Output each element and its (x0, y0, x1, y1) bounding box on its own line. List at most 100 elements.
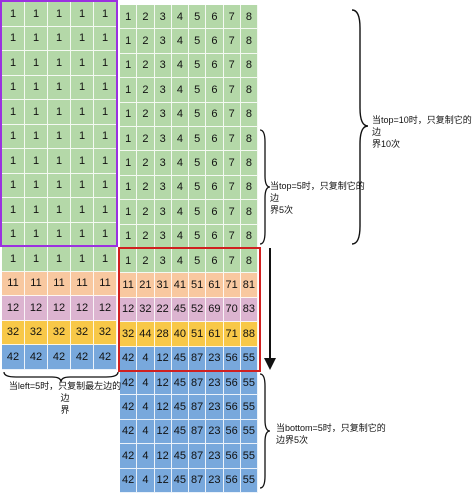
grid-cell: 7 (223, 78, 241, 103)
grid-cell: 1 (2, 75, 25, 100)
top5-note-line1: 当top=5时，只复制它的边 (270, 181, 365, 203)
grid-cell: 1 (2, 247, 25, 272)
grid-cell: 1 (120, 78, 138, 103)
grid-cell: 55 (240, 444, 258, 469)
grid-cell: 23 (206, 444, 224, 469)
grid-cell: 69 (206, 297, 224, 323)
grid-cell: 4 (171, 151, 189, 176)
grid-cell: 56 (223, 468, 241, 493)
grid-cell: 51 (189, 273, 207, 298)
grid-cell: 81 (240, 273, 258, 298)
grid-cell: 31 (154, 273, 172, 298)
grid-cell: 11 (71, 271, 94, 296)
grid-cell: 2 (137, 224, 155, 249)
grid-cell: 87 (189, 346, 207, 371)
grid-cell: 1 (94, 75, 117, 100)
grid-cell: 4 (171, 224, 189, 249)
grid-cell: 1 (71, 247, 94, 272)
grid-cell: 45 (171, 346, 189, 371)
grid-cell: 4 (137, 371, 155, 396)
grid-cell: 1 (94, 198, 117, 223)
grid-cell: 8 (240, 5, 258, 30)
left5-note-line2: 界 (60, 405, 70, 415)
grid-cell: 1 (94, 100, 117, 125)
left5-brace (3, 371, 119, 383)
top5-note: 当top=5时，只复制它的边 界5次 (270, 180, 372, 216)
grid-cell: 1 (94, 26, 117, 51)
grid-cell: 4 (171, 53, 189, 79)
grid-cell: 1 (48, 124, 71, 149)
grid-cell: 4 (171, 175, 189, 201)
grid-cell: 1 (25, 198, 48, 223)
grid-cell: 55 (240, 419, 258, 445)
grid-cell: 32 (25, 320, 48, 345)
grid-cell: 12 (2, 296, 25, 321)
grid-cell: 23 (206, 346, 224, 371)
grid-cell: 7 (223, 175, 241, 201)
grid-cell: 1 (120, 102, 138, 127)
grid-cell: 23 (206, 419, 224, 445)
grid-cell: 42 (2, 345, 25, 370)
grid-cell: 5 (189, 224, 207, 249)
grid-cell: 11 (48, 271, 71, 296)
grid-cell: 1 (120, 200, 138, 225)
grid-cell: 1 (94, 222, 117, 247)
grid-cell: 4 (171, 29, 189, 54)
grid-cell: 3 (154, 5, 172, 30)
grid-cell: 8 (240, 102, 258, 127)
grid-cell: 1 (120, 175, 138, 201)
grid-cell: 45 (171, 395, 189, 420)
grid-cell: 5 (189, 78, 207, 103)
grid-cell: 1 (25, 75, 48, 100)
grid-cell: 4 (171, 249, 189, 274)
top5-brace (259, 129, 271, 245)
bottom5-note: 当bottom=5时，只复制它的 边界5次 (276, 422, 388, 446)
grid-cell: 5 (189, 5, 207, 30)
grid-cell: 56 (223, 395, 241, 420)
grid-cell: 2 (137, 200, 155, 225)
grid-cell: 8 (240, 175, 258, 201)
top10-note-line2: 界10次 (372, 139, 401, 149)
grid-cell: 11 (25, 271, 48, 296)
grid-cell: 56 (223, 419, 241, 445)
grid-cell: 56 (223, 444, 241, 469)
grid-cell: 1 (2, 100, 25, 125)
grid-cell: 1 (48, 173, 71, 198)
grid-cell: 42 (120, 468, 138, 493)
grid-cell: 6 (206, 102, 224, 127)
grid-cell: 21 (137, 273, 155, 298)
grid-cell: 7 (223, 224, 241, 249)
grid-cell: 5 (189, 127, 207, 152)
grid-cell: 1 (25, 173, 48, 198)
grid-cell: 11 (120, 273, 138, 298)
grid-cell: 7 (223, 200, 241, 225)
grid-cell: 32 (137, 297, 155, 323)
grid-cell: 42 (120, 395, 138, 420)
grid-cell: 8 (240, 200, 258, 225)
grid-cell: 2 (137, 102, 155, 127)
grid-cell: 12 (154, 346, 172, 371)
grid-cell: 87 (189, 395, 207, 420)
grid-cell: 1 (2, 222, 25, 247)
grid-cell: 7 (223, 5, 241, 30)
grid-cell: 7 (223, 53, 241, 79)
down-arrow (264, 248, 276, 370)
grid-cell: 1 (2, 2, 25, 27)
grid-cell: 3 (154, 53, 172, 79)
grid-cell: 1 (71, 26, 94, 51)
grid-cell: 2 (137, 127, 155, 152)
grid-cell: 42 (48, 345, 71, 370)
grid-cell: 71 (223, 273, 241, 298)
grid-cell: 5 (189, 249, 207, 274)
grid-cell: 3 (154, 127, 172, 152)
grid-cell: 2 (137, 53, 155, 79)
grid-cell: 55 (240, 346, 258, 371)
grid-cell: 1 (48, 222, 71, 247)
grid-cell: 1 (120, 249, 138, 274)
grid-cell: 8 (240, 53, 258, 79)
grid-cell: 87 (189, 444, 207, 469)
grid-cell: 12 (71, 296, 94, 321)
grid-cell: 6 (206, 29, 224, 54)
grid-cell: 1 (71, 173, 94, 198)
grid-cell: 55 (240, 371, 258, 396)
